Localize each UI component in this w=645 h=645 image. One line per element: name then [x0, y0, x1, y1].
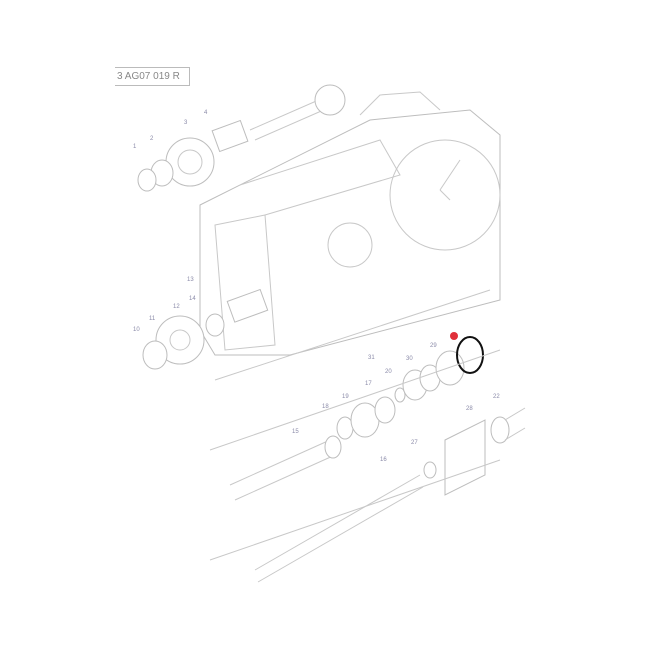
callout-20: 20: [385, 369, 392, 375]
lower-gear-assembly: [142, 288, 269, 370]
callout-28: 28: [466, 406, 473, 412]
callout-3: 3: [184, 120, 188, 126]
upper-gear-shaft-assembly: [137, 84, 346, 192]
callout-2: 2: [150, 136, 154, 142]
callout-11: 11: [149, 316, 156, 322]
diagram-reference-code: 3 AG07 019 R: [115, 67, 190, 86]
callout-4: 4: [204, 110, 208, 116]
callout-12: 12: [173, 304, 180, 310]
callout-18: 18: [322, 404, 329, 410]
highlight-marker[interactable]: [450, 332, 458, 340]
callout-22: 22: [493, 394, 500, 400]
callout-29: 29: [430, 343, 437, 349]
callout-16: 16: [380, 457, 387, 463]
callout-31: 31: [368, 355, 375, 361]
callout-15: 15: [292, 429, 299, 435]
callout-13: 13: [187, 277, 194, 283]
callout-30: 30: [406, 356, 413, 362]
highlighted-o-ring[interactable]: [456, 336, 484, 374]
callout-27: 27: [411, 440, 418, 446]
flange-plate: [444, 419, 486, 496]
callout-labels: 1 2 3 4 10 11 12 13 14 15 16 17 18 19 20…: [133, 110, 500, 463]
callout-14: 14: [189, 296, 196, 302]
callout-19: 19: [342, 394, 349, 400]
gearbox-housing: [199, 91, 501, 356]
output-shaft-assembly: [209, 289, 526, 583]
callout-17: 17: [365, 381, 372, 387]
callout-10: 10: [133, 327, 140, 333]
callout-1: 1: [133, 144, 137, 150]
